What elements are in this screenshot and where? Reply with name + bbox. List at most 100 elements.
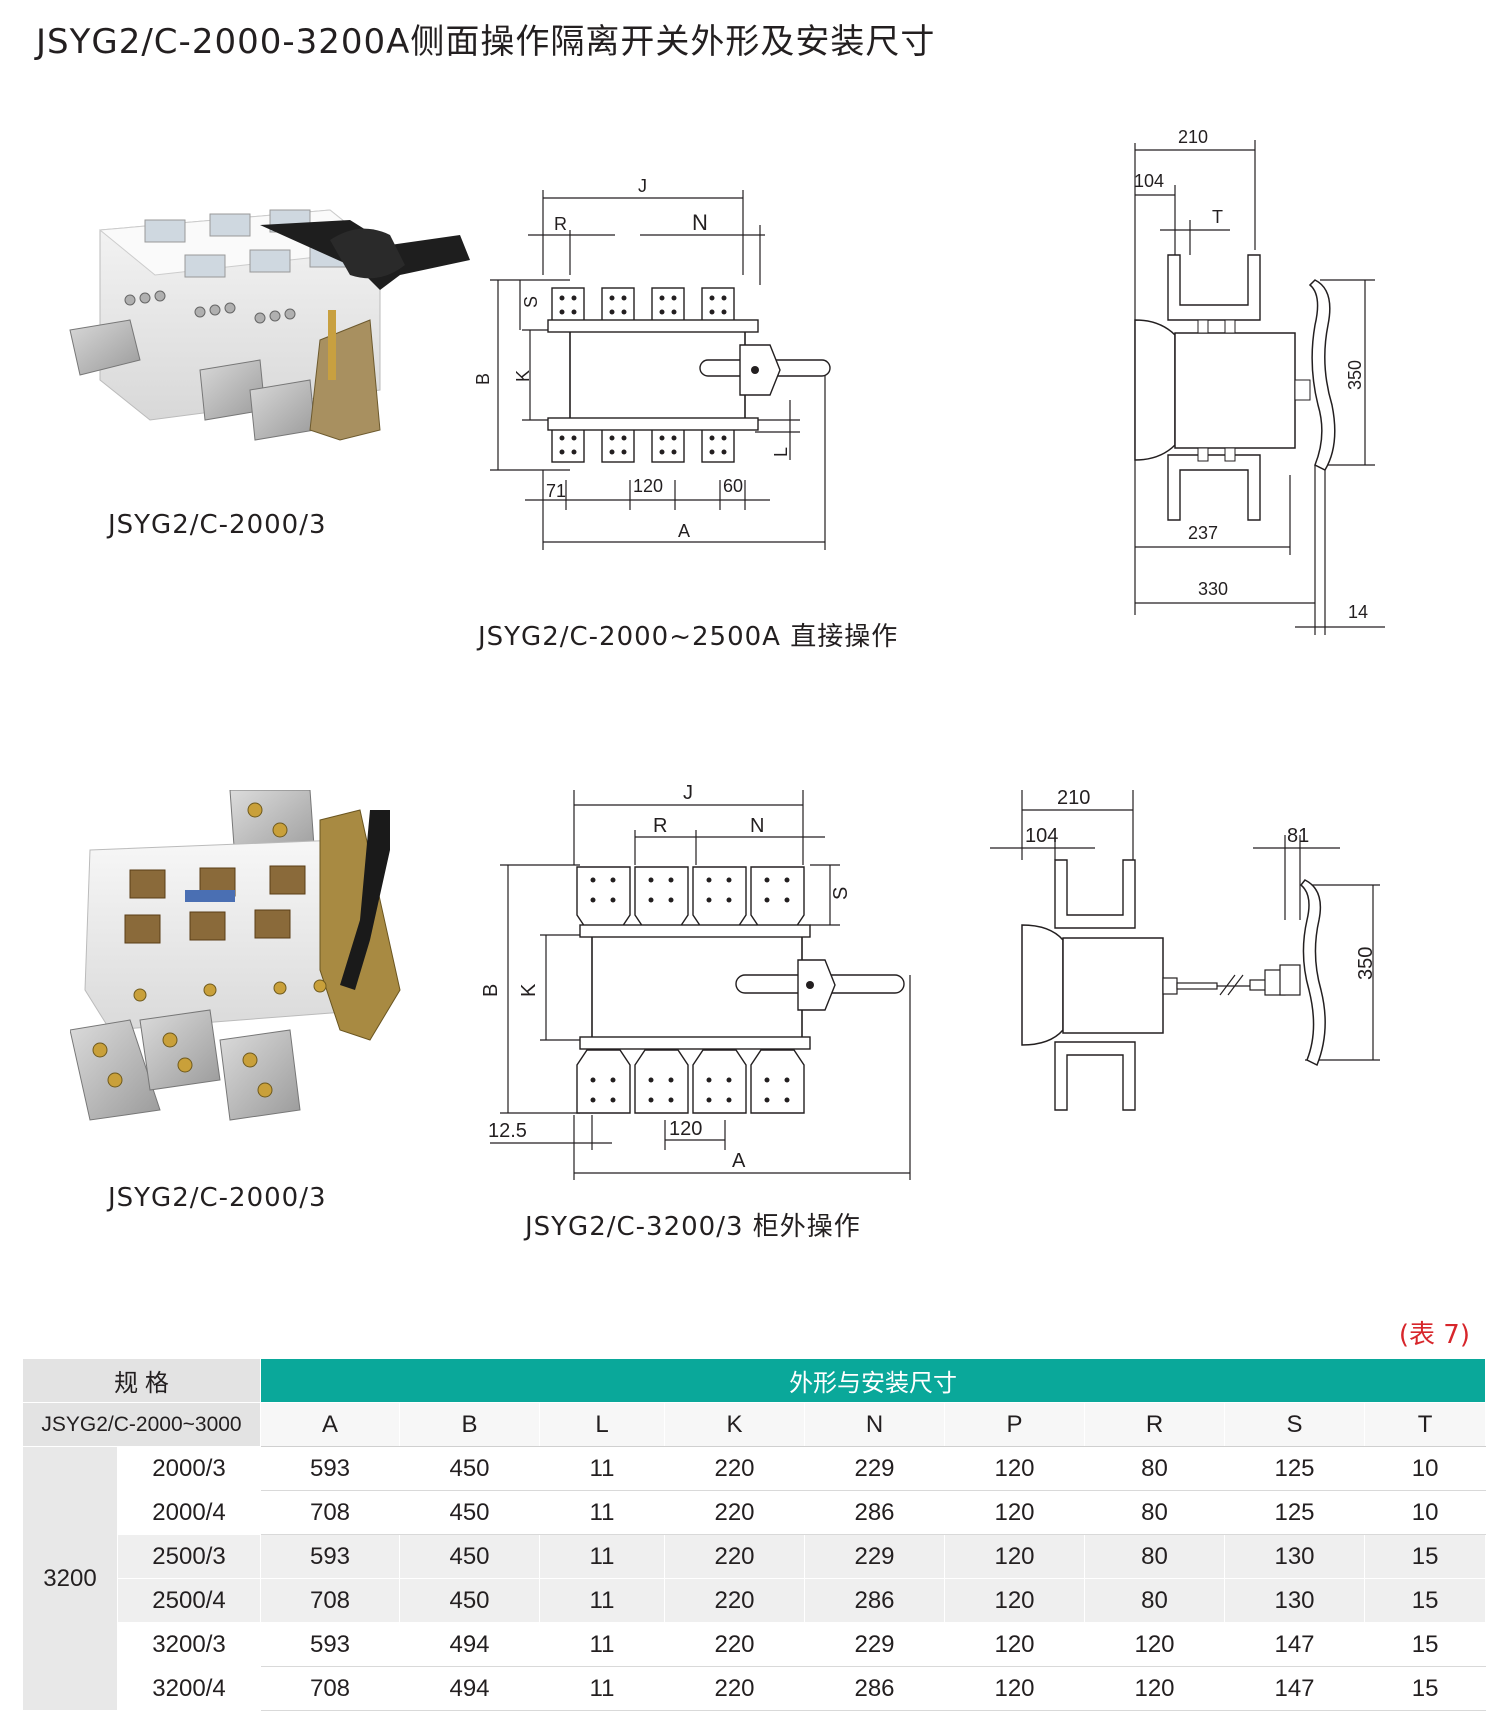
dim-K-2: K <box>518 983 540 997</box>
row-model: 2000/3 <box>116 1446 262 1491</box>
cell: 708 <box>260 1490 401 1535</box>
dim-350-2: 350 <box>1355 947 1377 980</box>
row-model: 3200/4 <box>116 1666 262 1711</box>
dim-120: 120 <box>633 476 663 496</box>
dim-S-2: S <box>830 887 852 900</box>
dim-J-2: J <box>683 782 693 804</box>
dim-B-2: B <box>480 984 502 997</box>
dim-350: 350 <box>1345 360 1365 390</box>
cell: 120 <box>944 1622 1086 1667</box>
cell: 80 <box>1084 1578 1226 1623</box>
cell: 15 <box>1364 1578 1487 1623</box>
dim-S: S <box>521 296 541 308</box>
front-drawing-direct-operation: J R N S B K L 71 120 60 A <box>473 176 831 550</box>
cell: 130 <box>1224 1578 1366 1623</box>
cell: 15 <box>1364 1534 1487 1579</box>
col-header-A: A <box>260 1402 401 1447</box>
cell: 11 <box>539 1446 666 1491</box>
cell: 11 <box>539 1666 666 1711</box>
dim-60: 60 <box>723 476 743 496</box>
photo1-caption: JSYG2/C-2000/3 <box>108 510 327 540</box>
cell: 450 <box>399 1534 541 1579</box>
dim-J: J <box>638 176 647 196</box>
cell: 450 <box>399 1446 541 1491</box>
cell: 120 <box>944 1490 1086 1535</box>
cell: 120 <box>1084 1666 1226 1711</box>
spec-header: 规 格 <box>21 1358 262 1403</box>
cell: 229 <box>804 1622 946 1667</box>
cell: 450 <box>399 1578 541 1623</box>
cell: 494 <box>399 1666 541 1711</box>
dim-330: 330 <box>1198 579 1228 599</box>
dim-A-2: A <box>732 1150 746 1172</box>
cell: 220 <box>664 1490 806 1535</box>
dim-237: 237 <box>1188 523 1218 543</box>
cell: 147 <box>1224 1622 1366 1667</box>
dim-104-2: 104 <box>1025 825 1058 847</box>
cell: 125 <box>1224 1490 1366 1535</box>
dim-71: 71 <box>546 481 566 501</box>
cell: 11 <box>539 1578 666 1623</box>
cell: 708 <box>260 1666 401 1711</box>
col-header-K: K <box>664 1402 806 1447</box>
dim-N: N <box>692 210 708 235</box>
table-row: 2000/4 708 450 11 220 286 120 80 125 10 <box>23 1490 1487 1535</box>
dim-81: 81 <box>1287 825 1309 847</box>
cell: 80 <box>1084 1446 1226 1491</box>
drawing1-caption: JSYG2/C-2000~2500A 直接操作 <box>478 622 899 652</box>
cell: 593 <box>260 1534 401 1579</box>
dim-K: K <box>513 370 533 382</box>
drawing2-caption: JSYG2/C-3200/3 柜外操作 <box>525 1212 861 1242</box>
cell: 708 <box>260 1578 401 1623</box>
cell: 120 <box>944 1446 1086 1491</box>
dim-N-2: N <box>750 815 764 837</box>
dim-R: R <box>554 214 567 234</box>
col-header-B: B <box>399 1402 541 1447</box>
cell: 15 <box>1364 1622 1487 1667</box>
cell: 147 <box>1224 1666 1366 1711</box>
col-header-S: S <box>1224 1402 1366 1447</box>
row-model: 2500/4 <box>116 1578 262 1623</box>
dims-header: 外形与安装尺寸 <box>260 1358 1487 1403</box>
dim-14: 14 <box>1348 602 1368 622</box>
row-model: 2000/4 <box>116 1490 262 1535</box>
cell: 15 <box>1364 1666 1487 1711</box>
page-title: JSYG2/C-2000-3200A侧面操作隔离开关外形及安装尺寸 <box>36 22 936 62</box>
cell: 494 <box>399 1622 541 1667</box>
col-header-R: R <box>1084 1402 1226 1447</box>
dim-12-5: 12.5 <box>488 1120 527 1142</box>
row-model: 3200/3 <box>116 1622 262 1667</box>
cell: 220 <box>664 1622 806 1667</box>
col-header-P: P <box>944 1402 1086 1447</box>
group-label: 3200 <box>22 1446 118 1711</box>
table-row: 3200/4 708 494 11 220 286 120 120 147 15 <box>23 1666 1487 1711</box>
cell: 10 <box>1364 1446 1487 1491</box>
cell: 286 <box>804 1578 946 1623</box>
cell: 286 <box>804 1490 946 1535</box>
dim-A: A <box>678 521 690 541</box>
table-row: 3200 2000/3 593 450 11 220 229 120 80 12… <box>22 1446 1487 1711</box>
dim-120-2: 120 <box>669 1118 702 1140</box>
cell: 593 <box>260 1622 401 1667</box>
cell: 120 <box>944 1666 1086 1711</box>
table-note: (表 7) <box>1398 1320 1470 1350</box>
cell: 80 <box>1084 1490 1226 1535</box>
cell: 450 <box>399 1490 541 1535</box>
product-photo-2000-3-b <box>70 790 430 1130</box>
table-row: 2500/3 593 450 11 220 229 120 80 130 15 <box>23 1534 1487 1579</box>
table-row: 2500/4 708 450 11 220 286 120 80 130 15 <box>23 1578 1487 1623</box>
cell: 120 <box>944 1578 1086 1623</box>
cell: 11 <box>539 1534 666 1579</box>
cell: 220 <box>664 1534 806 1579</box>
cell: 220 <box>664 1666 806 1711</box>
col-header-L: L <box>539 1402 666 1447</box>
side-drawing-cabinet-external: 210 104 81 350 <box>990 787 1380 1111</box>
dim-104: 104 <box>1134 171 1164 191</box>
cell: 125 <box>1224 1446 1366 1491</box>
cell: 130 <box>1224 1534 1366 1579</box>
cell: 220 <box>664 1578 806 1623</box>
spec-table: 规 格 外形与安装尺寸 JSYG2/C-2000~3000 A B L K N … <box>21 1358 1487 1711</box>
side-drawing-direct-operation: 210 104 T 350 237 330 14 <box>1134 127 1385 635</box>
model-header: JSYG2/C-2000~3000 <box>21 1402 262 1447</box>
cell: 220 <box>664 1446 806 1491</box>
